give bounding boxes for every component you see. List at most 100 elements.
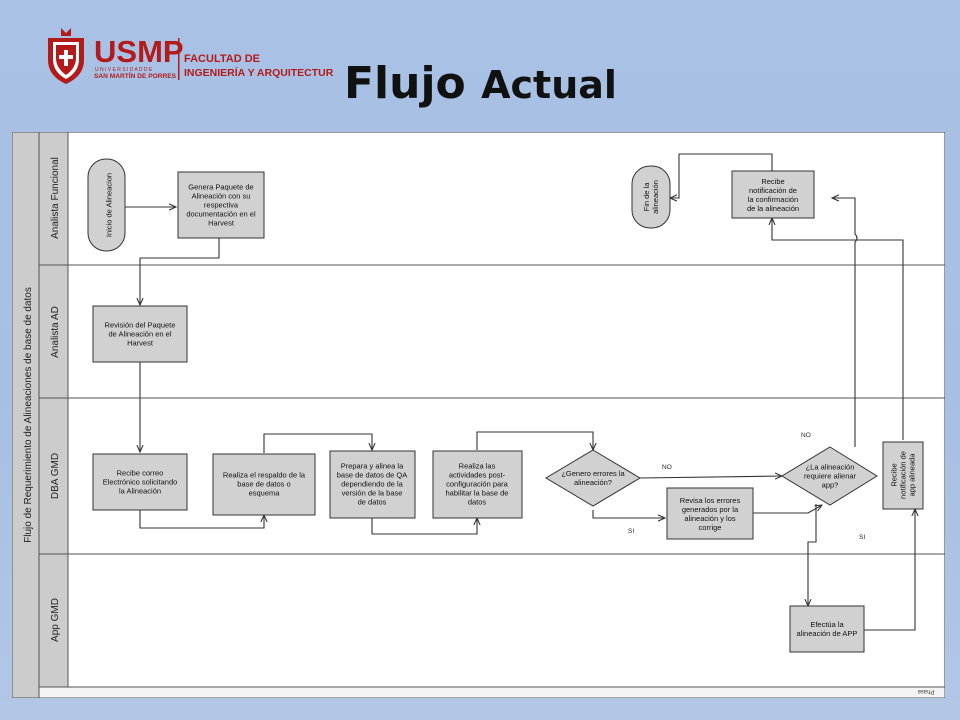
node-label-line: corrige xyxy=(699,523,722,532)
node-label-line: alineación de APP xyxy=(797,629,858,638)
page-title: Flujo Actual xyxy=(344,62,617,106)
node-label-line: Alineación con su xyxy=(192,192,251,201)
label-errores-no: NO xyxy=(662,464,672,471)
logo-small-line1: U N I V E R S I D A D D E xyxy=(95,67,153,73)
lane-label-analista-funcional: Analista Funcional xyxy=(50,157,61,239)
logo-divider xyxy=(178,38,180,80)
node-label-line: alineación xyxy=(651,180,660,214)
node-label-line: alineación y los xyxy=(684,514,736,523)
node-label-line: notificación de xyxy=(899,451,908,499)
lane-header-analista-funcional xyxy=(38,132,69,266)
page-title-word1: Flujo xyxy=(344,58,466,109)
logo-small-line2: SAN MARTÍN DE PORRES xyxy=(94,71,177,80)
node-label-line: documentación en el xyxy=(186,210,256,219)
edge-recibe-to-respaldo xyxy=(139,510,264,529)
node-label-line: de datos xyxy=(358,498,387,507)
node-label-line: alineación? xyxy=(574,478,612,487)
node-label-line: dependiendo de la xyxy=(341,480,404,489)
node-label-line: Fin de la xyxy=(642,182,651,212)
node-label-line: configuración para xyxy=(446,480,509,489)
swimlane-diagram: Flujo de Requerimiento de Alineaciones d… xyxy=(12,132,945,698)
pool-label: Flujo de Requerimiento de Alineaciones d… xyxy=(23,287,34,543)
node-label-line: base de datos de QA xyxy=(337,471,407,480)
node-label-line: Recibe xyxy=(761,177,784,186)
node-label-line: Revisa los errores xyxy=(680,496,741,505)
pool-frame xyxy=(12,132,945,698)
node-recibe-notif-app: Recibenotificación deapp alineada xyxy=(882,441,924,510)
usmp-logo: USMP U N I V E R S I D A D D E SAN MARTÍ… xyxy=(48,28,334,84)
edge-errores-no xyxy=(639,476,782,478)
node-label-line: versión de la base xyxy=(342,489,403,498)
edge-notif-conf-to-end xyxy=(670,153,773,198)
node-label-line: actividades post- xyxy=(449,471,506,480)
lane-header-app-gmd xyxy=(38,553,69,688)
edge-prepara-to-post xyxy=(371,518,477,535)
node-label-line: habilitar la base de xyxy=(446,489,509,498)
svg-text:Inicio de Alineacion: Inicio de Alineacion xyxy=(105,173,114,237)
node-label-line: generados por la xyxy=(682,505,739,514)
node-label-line: respectiva xyxy=(204,201,239,210)
label-app-no: NO xyxy=(801,432,811,439)
node-label-line: de la alineación xyxy=(747,204,799,213)
node-label-line: app? xyxy=(822,481,839,490)
node-label-line: ¿La alineación xyxy=(806,463,855,472)
node-label-line: esquema xyxy=(249,489,281,498)
svg-text:Fin de laalineación: Fin de laalineación xyxy=(642,180,660,214)
edge-genera-to-revision xyxy=(140,238,220,305)
lane-header-dba-gmd xyxy=(38,397,69,555)
node-label-line: la Alineación xyxy=(119,487,161,496)
lane-label-app-gmd: App GMD xyxy=(50,598,61,642)
lane-header-analista-ad xyxy=(38,264,69,399)
node-label-line: Harvest xyxy=(208,219,235,228)
node-label-line: ¿Genero errores la xyxy=(561,469,625,478)
node-label-line: Electrónico solicitando xyxy=(103,478,178,487)
edge-post-to-dec-errores xyxy=(476,431,593,450)
lane-label-dba-gmd: DBA GMD xyxy=(50,453,61,499)
edge-efectua-to-notif-app xyxy=(864,509,915,631)
node-label-line: datos xyxy=(468,498,487,507)
pool-header xyxy=(12,132,40,698)
node-label-line: Realiza las xyxy=(459,462,496,471)
node-label-line: app alineada xyxy=(908,453,917,497)
label-errores-si: SI xyxy=(628,528,634,535)
node-label-line: de Alineación en el xyxy=(109,330,172,339)
edge-respaldo-to-prepara xyxy=(263,433,372,453)
node-label-line: Realiza el respaldo de la xyxy=(223,471,306,480)
svg-text:Efectúa laalineación de APP: Efectúa laalineación de APP xyxy=(797,620,858,638)
node-label-line: requiere alienar xyxy=(804,472,857,481)
node-label-line: Efectúa la xyxy=(810,620,844,629)
node-label-line: Recibe correo xyxy=(117,469,164,478)
node-label-line: notificación de xyxy=(749,186,797,195)
edge-notif-app-to-notif-conf xyxy=(772,218,904,440)
logo-abbrev: USMP xyxy=(94,34,184,69)
node-label-line: Genera Paquete de xyxy=(188,183,253,192)
node-start: Inicio de Alineacion xyxy=(87,158,126,252)
lane-label-analista-ad: Analista AD xyxy=(50,306,61,358)
node-label-line: Prepara y alinea la xyxy=(341,462,404,471)
phase-bar xyxy=(38,686,945,698)
svg-text:¿Genero errores laalineación?: ¿Genero errores laalineación? xyxy=(561,469,625,487)
node-label-line: Inicio de Alineacion xyxy=(105,173,114,237)
node-end: Fin de laalineación xyxy=(631,165,671,229)
usmp-seal xyxy=(48,28,84,84)
logo-faculty-line2: INGENIERÍA Y ARQUITECTURA xyxy=(184,66,334,79)
node-label-line: Revisión del Paquete xyxy=(105,321,176,330)
edge-app-si xyxy=(808,504,817,606)
